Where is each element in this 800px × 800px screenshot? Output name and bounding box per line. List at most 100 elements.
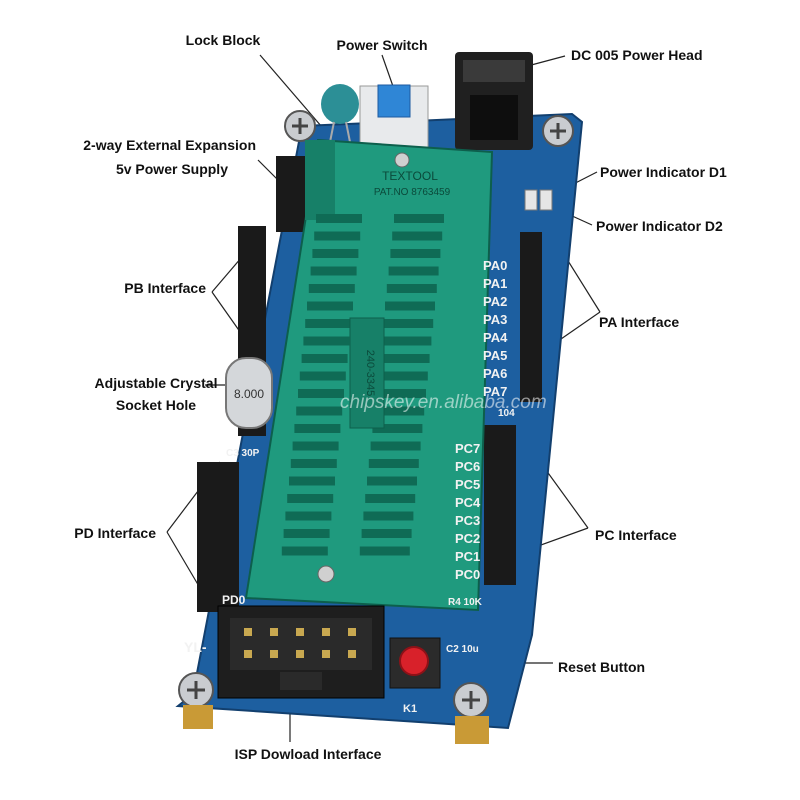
- isp-pin: [244, 650, 252, 658]
- isp-pin: [270, 650, 278, 658]
- label-power-indicator-d1: Power Indicator D1: [600, 164, 727, 180]
- pc-pin-label: PC1: [455, 549, 480, 564]
- label-isp-interface: ISP Dowload Interface: [234, 746, 382, 762]
- capacitor-body: [321, 84, 359, 124]
- capacitor-lead: [329, 121, 335, 143]
- crystal: 8.000: [225, 357, 273, 429]
- isp-pin: [244, 628, 252, 636]
- socket-slot: [394, 214, 444, 223]
- socket-slot: [374, 406, 425, 416]
- label-crystal-line2: Socket Hole: [115, 397, 197, 413]
- socket-patent: PAT.NO 8763459: [374, 187, 451, 198]
- dc-jack-opening: [470, 95, 518, 140]
- socket-slot: [376, 389, 426, 398]
- isp-connector: [217, 605, 385, 699]
- isp-pin: [296, 628, 304, 636]
- label-crystal: Adjustable Crystal Socket Hole: [82, 374, 230, 414]
- pa-pin-label: PA2: [483, 294, 507, 309]
- label-external-expansion: 2-way External Expansion 5v Power Supply: [40, 136, 256, 178]
- r4-label: R4 10K: [448, 597, 483, 608]
- label-external-expansion-line2: 5v Power Supply: [115, 161, 228, 177]
- pc-pin-label: PC3: [455, 513, 480, 528]
- pc-header: [484, 425, 516, 585]
- socket-slot: [281, 546, 328, 556]
- label-pc-interface: PC Interface: [595, 527, 677, 543]
- socket-slot: [363, 511, 414, 521]
- socket-slot: [316, 214, 362, 223]
- label-crystal-line1: Adjustable Crystal: [94, 375, 218, 391]
- expansion-header: [276, 156, 306, 232]
- isp-cavity: [230, 618, 372, 670]
- screw-cross-icon: [550, 123, 566, 139]
- socket-slot: [383, 319, 434, 328]
- isp-pin: [322, 628, 330, 636]
- pd-label: PD0: [222, 593, 246, 607]
- dc-power-jack: [455, 52, 533, 150]
- socket-slot: [370, 441, 421, 451]
- socket-slot: [377, 371, 428, 381]
- leader-pd-interface-b: [166, 531, 201, 589]
- pa-pin-label: PA4: [483, 330, 508, 345]
- socket-slot: [303, 336, 350, 346]
- leader-pb-interface-b: [211, 291, 244, 337]
- socket-slot: [305, 319, 352, 328]
- label-lock-block: Lock Block: [185, 32, 261, 48]
- socket-slot: [367, 476, 417, 486]
- socket-screw-icon: [317, 565, 335, 583]
- capacitor: [321, 84, 359, 143]
- pc-pin-label: PC0: [455, 567, 480, 582]
- socket-slot: [308, 284, 355, 293]
- pc-pin-label: PC2: [455, 531, 480, 546]
- socket-slot: [289, 476, 335, 486]
- capacitor-lead: [345, 121, 351, 143]
- label-external-expansion-line1: 2-way External Expansion: [83, 137, 256, 153]
- socket-slot: [290, 459, 337, 468]
- pd-header: [197, 462, 239, 612]
- socket-center-bar: [349, 317, 385, 429]
- socket-slot: [388, 266, 439, 276]
- socket-slot: [283, 529, 330, 538]
- socket-slot: [368, 459, 419, 468]
- watermark: chipskey.en.alibaba.com: [340, 392, 547, 413]
- reset-button-cap: [399, 646, 429, 676]
- crystal-can: [225, 357, 273, 429]
- socket-brand: TEXTOOL: [382, 169, 438, 183]
- yl-label: YL-: [184, 639, 207, 655]
- dc-jack-top: [463, 60, 525, 82]
- socket-slot: [372, 424, 423, 433]
- label-pd-interface: PD Interface: [74, 525, 156, 541]
- socket-slot: [307, 301, 353, 311]
- crystal-value: 8.000: [234, 387, 264, 401]
- socket-slot: [310, 266, 357, 276]
- socket-slot: [386, 284, 437, 293]
- pa-header: [520, 232, 542, 402]
- socket-screw-icon: [394, 152, 410, 168]
- pa-pin-label: PA0: [483, 258, 507, 273]
- socket-slot: [285, 511, 332, 521]
- screw-cross-icon: [187, 681, 205, 699]
- socket-slot: [292, 441, 339, 451]
- label-power-switch: Power Switch: [336, 37, 428, 53]
- brass-standoff: [455, 716, 489, 744]
- label-pb-interface: PB Interface: [124, 280, 206, 296]
- socket-part: 240-3345: [364, 350, 376, 397]
- socket-slot: [294, 424, 341, 433]
- isp-pins: [244, 628, 356, 658]
- switch-button: [377, 84, 411, 118]
- screw-cross-icon: [292, 118, 308, 134]
- socket-slot: [314, 231, 361, 241]
- c3-label: C3 30P: [226, 448, 260, 459]
- isp-pin: [296, 650, 304, 658]
- power-indicator-led-d1: [524, 189, 538, 211]
- pc-pin-label: PC4: [455, 495, 481, 510]
- isp-pin: [348, 628, 356, 636]
- mounting-screws: [178, 110, 574, 744]
- power-switch: [359, 84, 429, 149]
- c2-label: C2 10u: [446, 644, 479, 655]
- isp-pin: [322, 650, 330, 658]
- socket-slot: [299, 371, 346, 381]
- reset-button: [389, 637, 441, 689]
- socket-lever: [305, 140, 335, 220]
